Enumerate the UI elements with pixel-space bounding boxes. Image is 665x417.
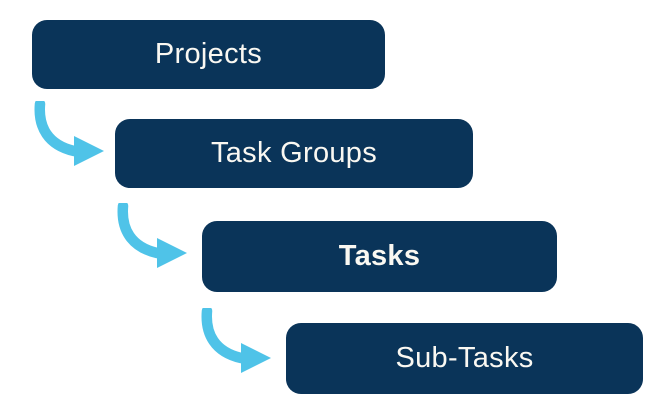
- box-label-projects: Projects: [154, 38, 263, 70]
- hierarchy-box-task-groups: Task Groups: [115, 119, 473, 188]
- box-label-sub-tasks: Sub-Tasks: [395, 342, 534, 374]
- curved-down-right-arrow-icon: [200, 308, 276, 374]
- box-label-tasks: Tasks: [338, 240, 421, 272]
- hierarchy-box-sub-tasks: Sub-Tasks: [286, 323, 643, 394]
- curved-down-right-arrow-icon: [116, 203, 192, 269]
- curved-down-right-arrow-icon: [33, 101, 109, 167]
- hierarchy-box-tasks: Tasks: [202, 221, 557, 292]
- hierarchy-box-projects: Projects: [32, 20, 385, 89]
- box-label-task-groups: Task Groups: [210, 137, 378, 169]
